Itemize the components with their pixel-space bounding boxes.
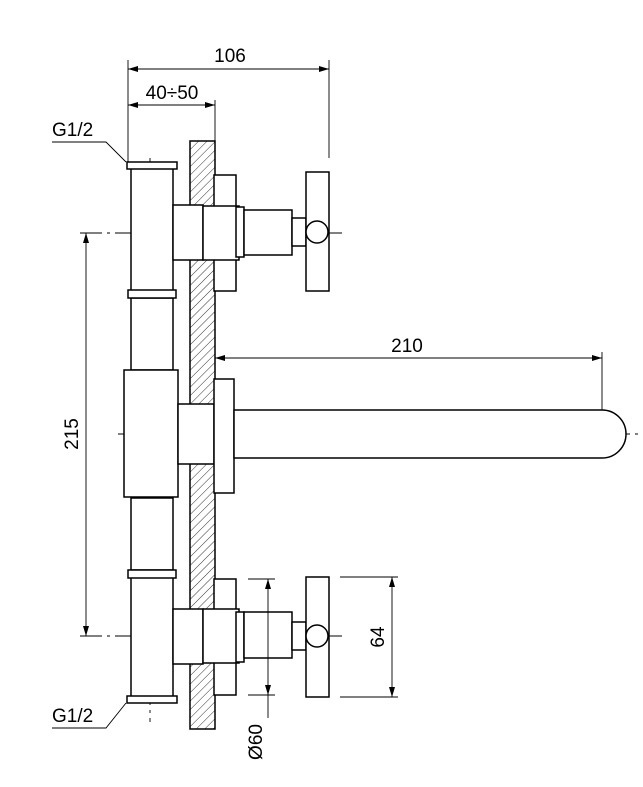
dimension-rosette-diameter: Ø60 — [246, 578, 275, 760]
label-centers: 215 — [62, 418, 83, 450]
label-overall-depth: 106 — [214, 46, 246, 67]
top-valve — [172, 171, 330, 292]
vertical-pipe-body — [123, 161, 179, 704]
bottom-handle-knob — [305, 624, 329, 648]
dimension-handle-height: 64 — [340, 576, 398, 698]
dimension-spout-length: 210 — [215, 336, 603, 410]
dimension-wall-range: 40÷50 — [128, 83, 216, 141]
label-spout-length: 210 — [391, 336, 423, 357]
dimension-overall-depth: 106 — [127, 46, 330, 162]
top-handle-knob — [305, 220, 329, 244]
callout-inlet-bottom: G1/2 — [52, 702, 127, 729]
bottom-valve — [172, 576, 330, 698]
label-rosette-diameter: Ø60 — [246, 724, 267, 760]
callout-inlet-top: G1/2 — [52, 120, 127, 163]
label-wall-range: 40÷50 — [146, 83, 199, 104]
label-inlet-thread-bottom: G1/2 — [52, 706, 93, 727]
dimension-centers: 215 — [62, 233, 89, 636]
spout — [177, 378, 627, 494]
label-handle-height: 64 — [368, 626, 389, 648]
label-inlet-thread-top: G1/2 — [52, 120, 93, 141]
